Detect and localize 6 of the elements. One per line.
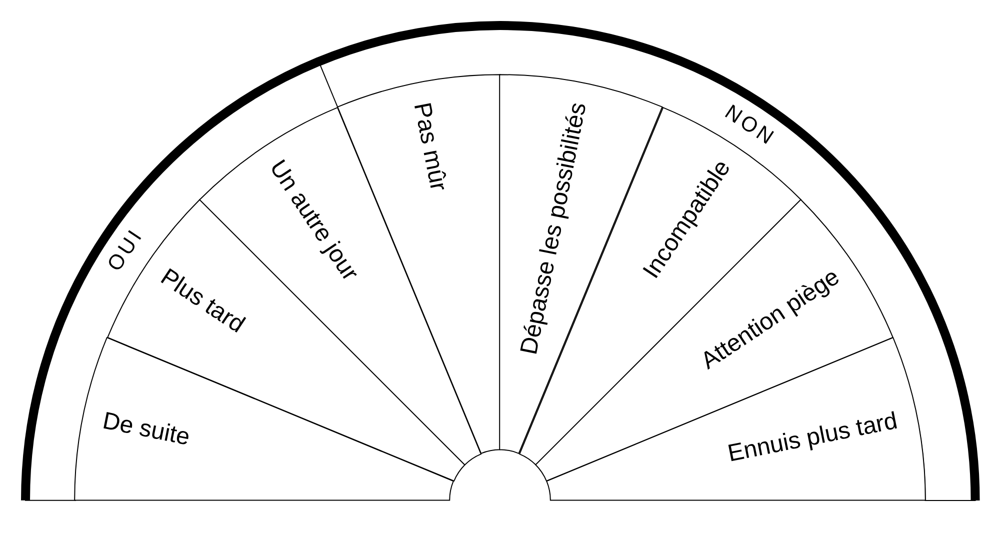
chart-sector (74, 336, 454, 501)
sector-label: Plus tard (155, 263, 250, 340)
sector-label: Ennuis plus tard (726, 407, 900, 468)
sector-label: De suite (100, 407, 192, 452)
sector-label: Pas mûr (407, 100, 452, 194)
sector-label: Dépasse les possibilités (515, 100, 593, 357)
